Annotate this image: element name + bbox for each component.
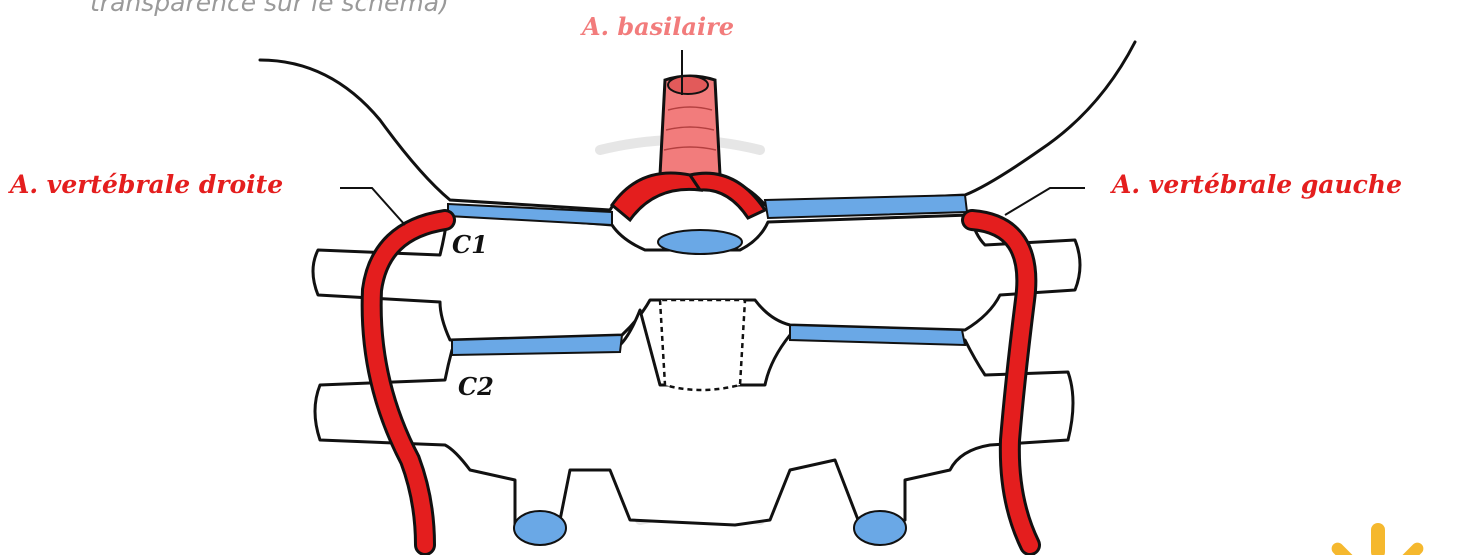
sun-decoration <box>1329 523 1426 555</box>
basilar-artery-label: A. basilaire <box>582 12 734 41</box>
right-vertebral-artery-label: A. vertébrale droite <box>10 170 283 199</box>
basilar-artery <box>660 76 720 180</box>
c1-label: C1 <box>452 230 488 259</box>
left-vertebral-artery-label: A. vertébrale gauche <box>1112 170 1402 199</box>
c2-label: C2 <box>458 372 494 401</box>
vertebral-confluence <box>612 173 765 220</box>
dens <box>660 300 745 390</box>
